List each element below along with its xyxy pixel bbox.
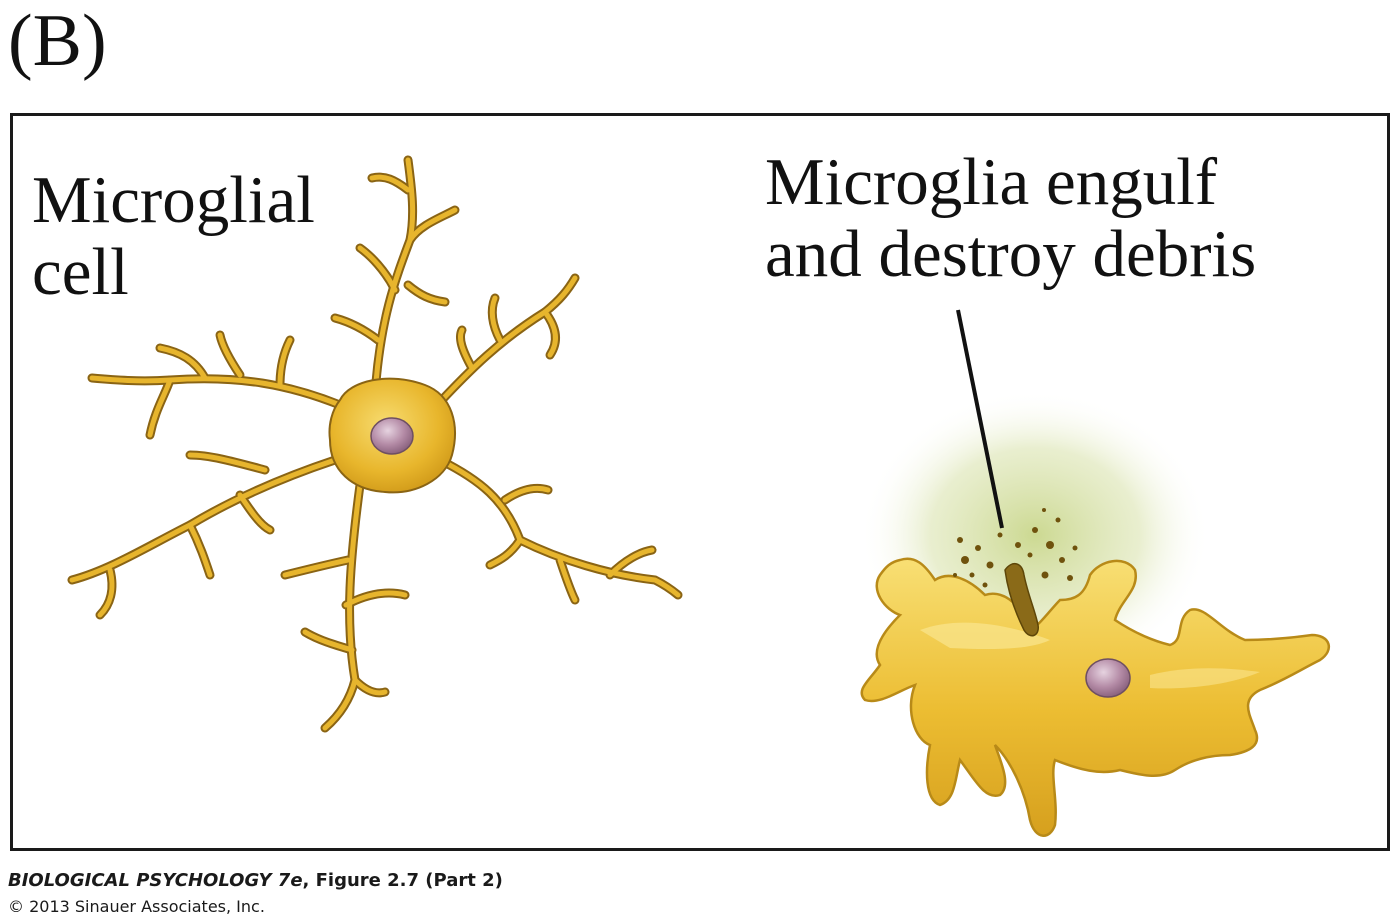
copyright-notice: © 2013 Sinauer Associates, Inc.: [8, 897, 265, 916]
nucleus: [370, 417, 414, 455]
engulfed-debris: [1004, 563, 1039, 637]
label-right-line2: and destroy debris: [765, 217, 1257, 291]
label-left-line2: cell: [32, 235, 129, 309]
book-title: BIOLOGICAL PSYCHOLOGY 7e: [8, 870, 303, 891]
label-microglial-cell: Microglial cell: [32, 164, 315, 308]
figure-reference: , Figure 2.7 (Part 2): [302, 870, 503, 891]
label-right-line1: Microglia engulf: [765, 145, 1218, 219]
amoeboid-microglia: [860, 309, 1331, 837]
leader-line: [956, 309, 1004, 529]
label-engulf-debris: Microglia engulf and destroy debris: [765, 146, 1256, 290]
debris-particles: [953, 508, 1078, 588]
panel-letter: (B): [8, 0, 107, 82]
microglial-cell: [67, 155, 683, 733]
figure-caption: BIOLOGICAL PSYCHOLOGY 7e, Figure 2.7 (Pa…: [8, 870, 503, 891]
amoeboid-nucleus: [1085, 658, 1131, 698]
amoeboid-cell-body: [860, 557, 1331, 837]
label-left-line1: Microglial: [32, 163, 315, 237]
